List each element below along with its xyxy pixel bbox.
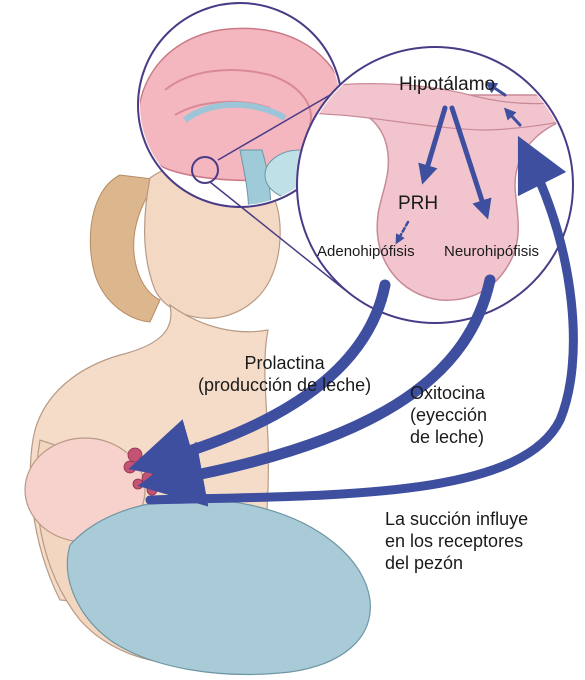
label-suction: La succión influye en los receptores del… bbox=[385, 508, 528, 574]
label-oxytocin-line2: (eyección bbox=[410, 404, 487, 426]
label-prh: PRH bbox=[398, 193, 438, 215]
label-oxytocin-line3: de leche) bbox=[410, 426, 487, 448]
label-hypothalamus: Hipotálamo bbox=[399, 74, 495, 96]
baby-blanket bbox=[67, 499, 370, 674]
label-prolactin-line1: Prolactina bbox=[198, 352, 371, 374]
label-neurohypophysis: Neurohipófisis bbox=[444, 243, 539, 260]
label-prolactin: Prolactina (producción de leche) bbox=[198, 352, 371, 396]
label-suction-line1: La succión influye bbox=[385, 508, 528, 530]
label-prolactin-line2: (producción de leche) bbox=[198, 374, 371, 396]
label-suction-line2: en los receptores bbox=[385, 530, 528, 552]
label-suction-line3: del pezón bbox=[385, 552, 528, 574]
label-adenohypophysis: Adenohipófisis bbox=[317, 243, 415, 260]
label-oxytocin-line1: Oxitocina bbox=[410, 382, 487, 404]
label-oxytocin: Oxitocina (eyección de leche) bbox=[410, 382, 487, 448]
